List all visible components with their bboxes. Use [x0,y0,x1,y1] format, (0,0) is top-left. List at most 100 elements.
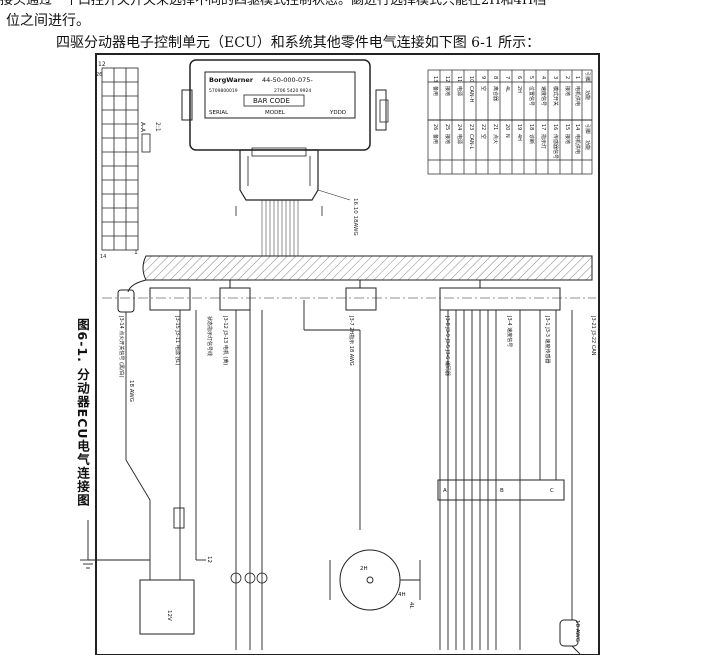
pin-table-cell: 接地 [444,134,451,144]
wire-label-1: J3-14 点火开关信号 (黑/白) [118,315,125,378]
pin-table-cell: 25 [444,124,450,130]
pin-table-cell: 点火 [492,134,498,144]
ecu-part-number: 44-50-000-075- [262,76,313,84]
pin-1-label: 1 [134,249,138,256]
harness-breakouts [117,287,561,313]
pin-table-cell: 接地 [564,134,571,144]
wire-label-4: 状态指示灯信号线 [206,316,213,356]
lower-wiring [87,300,581,655]
pin-table-cell: 接地 [444,86,451,96]
wire-label-2: J3-15 J3-11 电源 (红) [174,315,181,365]
harness-branch-1 [127,279,147,293]
paragraph-continuation: 位之间进行。 [6,13,90,29]
pin-table-cell: 26 [432,124,438,130]
pin-14-label: 14 [100,254,106,260]
pin-table-cell: 离合器 [492,86,499,101]
pin-table-header-2: 功能 [584,90,591,100]
wire-label-3: J3-12 J3-13 电机 (黄) [222,315,229,365]
wire-label-8: J3-1 J3-3 速度传感器 [544,315,551,363]
pin-table-cell: 18 [528,124,534,130]
wire-label-7: J3-4 速度信号 [506,315,513,347]
pin-table-cell: 速度信号 [540,86,547,106]
section-symbol: A-A 2:1 [139,122,161,153]
figure-caption: 图6-1. 分动器ECU电气连接图 [75,318,90,508]
pin-table-cell: 21 [492,124,498,130]
pin-table-header-4: 功能 [584,140,591,150]
pin-table-cell: 传感器信号 [552,134,559,159]
wire-label-5: J3-7 2H指示 18 AWG [348,315,355,366]
pin-table-cell: CAN-H [468,86,474,102]
pin-table-cell: 8 [492,76,498,79]
motor-2h-label: 2H [360,566,368,572]
pin-table-cell: 电源 [456,134,463,144]
pin-table-cell: 19 [516,124,522,130]
harness-braid [142,255,593,281]
pin-table-cell: 15 [564,124,570,130]
pin-table-cell: 2H [516,86,522,93]
wire-gauge-label: 16.10 18AWG [352,198,358,236]
wire-labels: J3-14 点火开关信号 (黑/白) J3-15 J3-11 电源 (红) J3… [118,315,596,378]
pin-table-cell: 20 [504,124,510,130]
pin-table-cell: 3 [552,76,558,79]
wire-gauge-18awg: 18 AWG [128,380,134,402]
pin-table-cell: 电机供电 [574,86,581,106]
pin-26-label: 26 [96,72,102,78]
pin-table-cell: 4L [504,86,510,92]
connector-c-label: C [550,488,554,494]
connector-a-label: A [443,488,447,494]
ecu-model-label: MODEL [265,110,286,116]
pin-table-cell: 模式开关 [552,86,559,106]
pin-table-cell: 11 [456,76,462,82]
pin-table-cell: 5 [528,76,534,79]
pin-table-text: 引脚 功能 引脚 功能 1 电机供电 14 电机供电 2 接地 15 接地 3 … [432,72,591,159]
connector-b-label: B [500,488,504,494]
pin-table-cell: 23 [468,124,474,130]
pin-table-header-3: 引脚 [584,124,591,134]
pin-table-cell: 6 [516,76,522,79]
pin-table-cell: 9 [480,76,486,79]
pin-table-cell: 诊断 [528,134,535,144]
motor-4l-label: 4L [408,602,414,609]
pin-table-cell: 1 [574,76,580,79]
ecu-barcode-text: BAR CODE [253,97,290,105]
figure-intro-sentence: 四驱分动器电子控制单元（ECU）和系统其他零件电气连接如下图 6-1 所示： [56,35,541,51]
ecu-module: BorgWarner 44-50-000-075- 5709800019 270… [181,59,389,256]
wire-label-6: J3-8 J3-9 J3-5 J3-6 编码器 [444,315,451,376]
section-ratio-label: 2:1 [154,122,161,132]
pin-table-cell: 2 [564,76,570,79]
motor-4h-label: 4H [398,592,406,598]
pin-table-cell: 13 [432,76,438,82]
cut-off-text-line: 接头通过一个口控开关开关来选择不同的四驱模式控制状态。閟进行选择模式只能在2H和… [0,0,547,8]
pin-table-cell: 14 [574,124,580,130]
pin-table-header-1: 引脚 [584,72,591,82]
section-label: A-A [139,122,146,133]
pin-table-cell: 4H [516,134,522,141]
pin-table-cell: 16 [552,124,558,130]
ground-symbol [80,559,96,569]
pin-table-cell: 24 [456,124,462,130]
pin-table-cell: 7 [504,76,510,79]
pin-function-table [427,69,593,175]
connector-rings [230,572,268,584]
ecu-serial-small: 5709800019 [209,88,238,94]
pin-table-cell: 空 [480,86,487,91]
connector-pin-grid [101,67,139,251]
pin-table-cell: CAN-L [468,134,474,149]
pin-table-cell: 指示灯 [540,134,547,149]
pin-table-cell: 电机供电 [574,134,581,154]
pin-table-cell: 电源 [456,86,463,96]
ecu-brand: BorgWarner [209,76,254,84]
ecu-serial-small-right: 2706 5420 9924 [274,88,311,94]
diagram-frame [95,53,600,655]
pin-table-cell: N [504,134,510,138]
battery-label: 12V [166,610,172,621]
pin-table-cell: 10 [468,76,474,82]
ecu-yddd-label: YDDD [329,110,346,116]
ecu-serial-label: SERIAL [209,110,229,116]
pin-table-cell: 接地 [564,86,571,96]
pin-table-cell: 空 [480,134,487,139]
pin-table-cell: 22 [480,124,486,130]
pin-table-cell: 备用 [432,134,439,144]
pin-table-cell: 17 [540,124,546,130]
